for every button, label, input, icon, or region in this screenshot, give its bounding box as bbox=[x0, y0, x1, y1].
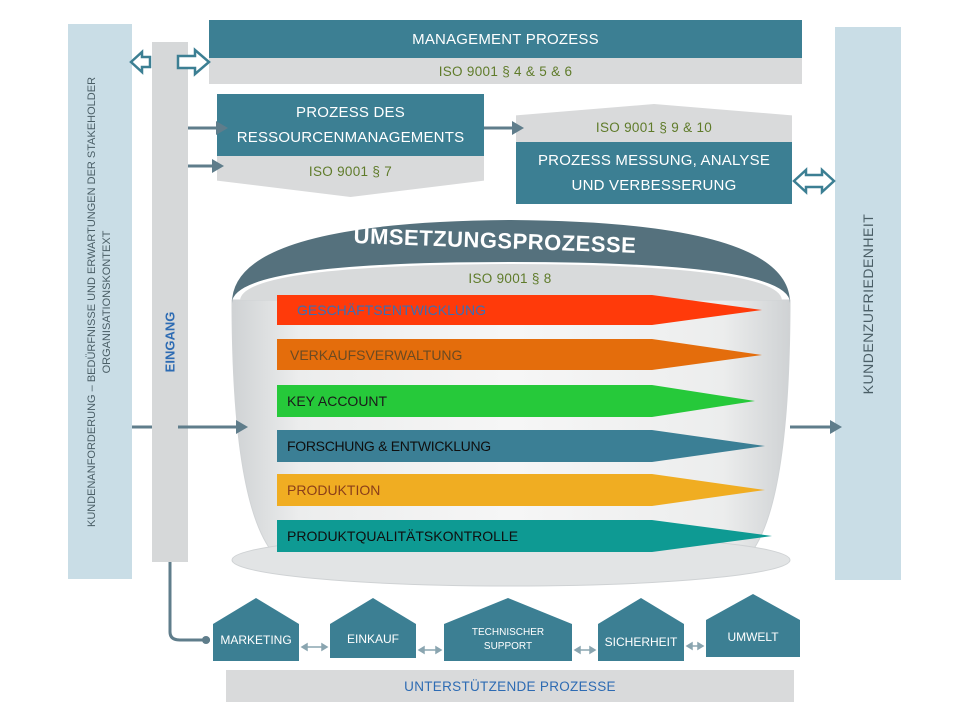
process-arrow-6 bbox=[277, 520, 772, 552]
process-arrow-4 bbox=[277, 430, 765, 462]
support-item-technischer-support-line2: SUPPORT bbox=[483, 641, 533, 652]
process-label-1: GESCHÄFTSENTWICKLUNG bbox=[297, 295, 597, 325]
support-item-marketing: MARKETING bbox=[220, 633, 292, 647]
arrow-heads bbox=[212, 121, 842, 434]
process-label-4: FORSCHUNG & ENTWICKLUNG bbox=[287, 430, 607, 462]
support-processes-bar: UNTERSTÜTZENDE PROZESSE bbox=[226, 670, 794, 702]
stakeholder-requirements-bar: KUNDENANFORDERUNG – BEDÜRFNISSE UND ERWA… bbox=[68, 24, 132, 579]
process-label-3: KEY ACCOUNT bbox=[287, 385, 587, 417]
process-label-6: PRODUKTQUALITÄTSKONTROLLE bbox=[287, 520, 607, 552]
support-house-5 bbox=[706, 594, 800, 657]
support-house-2 bbox=[330, 598, 416, 658]
process-arrow-3 bbox=[277, 385, 755, 417]
eingang-bar: EINGANG bbox=[152, 42, 188, 562]
process-label-1-text: GESCHÄFTSENTWICKLUNG bbox=[297, 302, 487, 318]
process-label-3-text: KEY ACCOUNT bbox=[287, 393, 388, 409]
support-house-1 bbox=[213, 598, 299, 661]
barrel-top-inner bbox=[240, 264, 782, 300]
support-connector-dot bbox=[202, 636, 210, 644]
support-item-technischer-support: TECHNISCHER SUPPORT bbox=[444, 624, 572, 656]
resource-management-line2: RESSOURCENMANAGEMENTS bbox=[236, 129, 465, 146]
process-label-2-text: VERKAUFSVERWALTUNG bbox=[290, 346, 463, 363]
process-arrow-5 bbox=[277, 474, 765, 506]
support-item-sicherheit: SICHERHEIT bbox=[604, 635, 678, 649]
measurement-process-title: PROZESS MESSUNG, ANALYSE UND VERBESSERUN… bbox=[516, 142, 792, 204]
support-connectors bbox=[300, 641, 705, 655]
management-process-title: MANAGEMENT PROZESS bbox=[209, 20, 802, 58]
double-arrow-top-left bbox=[129, 47, 211, 77]
support-item-umwelt: UMWELT bbox=[727, 630, 779, 644]
support-house-4 bbox=[598, 598, 684, 661]
implementation-processes-iso: ISO 9001 § 8 bbox=[468, 270, 552, 286]
resource-management-title: PROZESS DES RESSOURCENMANAGEMENTS bbox=[217, 94, 484, 156]
resource-management-iso-text: ISO 9001 § 7 bbox=[308, 164, 393, 179]
support-item-technischer-support-line1: TECHNISCHER bbox=[471, 627, 545, 638]
customer-satisfaction-bar: KUNDENZUFRIEDENHEIT bbox=[835, 27, 901, 580]
process-label-6-text: PRODUKTQUALITÄTSKONTROLLE bbox=[287, 528, 519, 544]
measurement-process-line2: UND VERBESSERUNG bbox=[571, 177, 737, 194]
double-arrow-right bbox=[792, 167, 836, 195]
measurement-iso-text: ISO 9001 § 9 & 10 bbox=[595, 119, 713, 135]
process-label-2: VERKAUFSVERWALTUNG bbox=[290, 339, 590, 370]
support-item-einkauf: EINKAUF bbox=[346, 632, 399, 646]
process-label-4-text: FORSCHUNG & ENTWICKLUNG bbox=[287, 438, 491, 454]
process-label-5: PRODUKTION bbox=[287, 474, 587, 506]
barrel-top-rim bbox=[232, 220, 790, 303]
measurement-process-line1: PROZESS MESSUNG, ANALYSE bbox=[537, 152, 771, 169]
process-label-5-text: PRODUKTION bbox=[287, 482, 381, 498]
management-process-iso: ISO 9001 § 4 & 5 & 6 bbox=[209, 58, 802, 84]
process-arrow-2 bbox=[277, 339, 762, 370]
process-arrow-1 bbox=[277, 295, 762, 325]
resource-management-line1: PROZESS DES bbox=[296, 104, 405, 121]
flow-arrows bbox=[132, 126, 830, 642]
support-house-3 bbox=[444, 598, 572, 661]
